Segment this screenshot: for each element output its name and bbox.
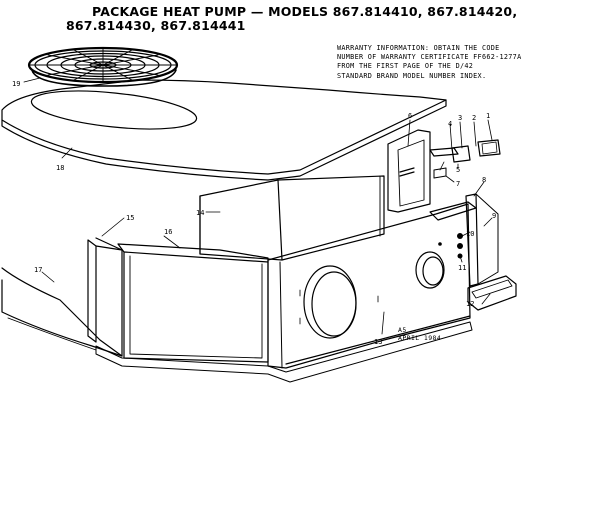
callout-label: 9 [492,212,496,220]
callout-label: 11 [458,264,466,272]
callout-label: 15 [126,214,134,222]
corner-post [87,239,123,343]
revision-stamp: A5 APRIL 1984 [398,326,441,342]
access-door [387,129,431,213]
switch-bracket [429,145,471,179]
warranty-note-line: FROM THE FIRST PAGE OF THE D/42 [337,62,474,71]
callout-label: 13 [374,338,382,346]
cabinet-wrap-panel [1,237,123,357]
callout-labels: 1 2 3 4 5 6 7 8 9 10 11 12 13 14 15 16 1… [12,80,496,346]
callout-label: 2 [472,114,476,122]
base-rail [95,321,473,383]
callout-label: 16 [164,228,172,236]
top-cover-panel [1,79,447,181]
diagram-title-line-1: PACKAGE HEAT PUMP — MODELS 867.814410, 8… [92,4,518,19]
filter-panel [467,275,517,311]
callout-label: 10 [466,230,474,238]
callout-label: 14 [196,209,204,217]
warranty-note-line: WARRANTY INFORMATION: OBTAIN THE CODE [337,44,500,52]
stamp-date: APRIL 1984 [398,334,441,342]
control-strip [465,193,499,287]
callout-label: 5 [456,166,460,174]
callout-label: 6 [408,112,412,120]
side-panel [267,201,477,369]
callout-label: 3 [458,114,462,122]
callout-label: 7 [456,180,460,188]
callout-label: 12 [466,300,474,308]
front-access-panel [117,243,269,363]
warranty-note-line: NUMBER OF WARRANTY CERTIFICATE FF662-127… [337,53,522,62]
inner-control-panel [199,175,385,261]
warranty-note-line: STANDARD BRAND MODEL NUMBER INDEX. [337,71,487,80]
callout-label: 8 [482,176,486,184]
callout-label: 19 [12,80,20,88]
diagram-title-line-2: 867.814430, 867.814441 [66,18,246,33]
callout-label: 4 [448,120,452,128]
warranty-note: WARRANTY INFORMATION: OBTAIN THE CODE NU… [337,44,521,81]
stamp-code: A5 [398,326,407,334]
callout-leaders [23,77,493,335]
callout-label: 17 [34,266,42,274]
callout-label: 18 [56,164,64,172]
callout-label: 1 [486,112,490,120]
relay-component [477,139,501,157]
fittings [438,233,463,259]
